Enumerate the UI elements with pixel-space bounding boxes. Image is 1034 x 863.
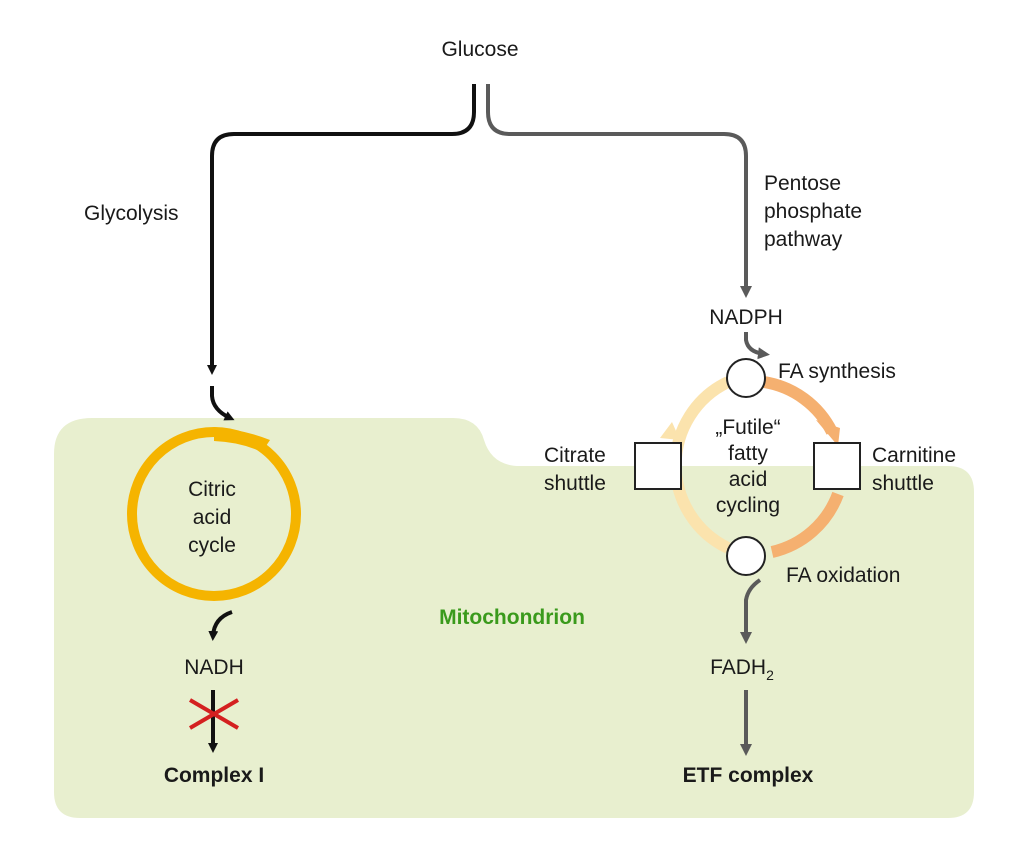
inhibition-cross-icon [188,698,240,730]
etf-complex-label: ETF complex [683,764,814,787]
mitochondrion-label: Mitochondrion [439,606,585,629]
complex-i-label: Complex I [164,764,264,787]
pentose-label-line3: pathway [764,228,843,251]
carnitine-shuttle-line1: Carnitine [872,444,956,467]
glycolysis-entry-arrow [210,386,235,421]
citric-label-line1: Citric [188,478,236,501]
fadh2-label: FADH2 [710,656,774,683]
fa-oxidation-arrow [740,578,762,644]
fa-oxidation-label: FA oxidation [786,564,900,587]
futile-label-line1: „Futile“ [715,416,780,439]
citric-label-line2: acid [193,506,232,529]
futile-cycle-right-arc-lower [770,491,844,558]
fa-synthesis-label: FA synthesis [778,360,896,383]
carnitine-shuttle-box [813,442,861,490]
futile-label-line4: cycling [716,494,780,517]
citric-label-line3: cycle [188,534,236,557]
fadh2-subscript: 2 [766,667,774,683]
nadph-arrow [744,332,770,360]
futile-label-line3: acid [729,468,768,491]
carnitine-shuttle-line2: shuttle [872,472,934,495]
fa-synthesis-node [726,358,766,398]
fa-oxidation-node [726,536,766,576]
fadh2-main: FADH [710,656,766,679]
glycolysis-arrow [207,84,476,375]
nadph-label: NADPH [709,306,783,329]
futile-cycle-arrowhead-right [816,420,840,446]
pentose-label-line2: phosphate [764,200,862,223]
citrate-shuttle-line2: shuttle [544,472,606,495]
citrate-shuttle-line1: Citrate [544,444,606,467]
futile-label-line2: fatty [728,442,768,465]
citrate-shuttle-box [634,442,682,490]
citric-to-nadh-arrow [208,610,233,641]
futile-cycle-arrowhead-left [660,422,680,440]
glycolysis-label: Glycolysis [84,202,179,225]
pentose-label-line1: Pentose [764,172,841,195]
glucose-label: Glucose [441,38,518,61]
pentose-phosphate-arrow [486,84,752,298]
citric-acid-cycle-arrowhead [214,427,270,452]
nadh-label: NADH [184,656,244,679]
